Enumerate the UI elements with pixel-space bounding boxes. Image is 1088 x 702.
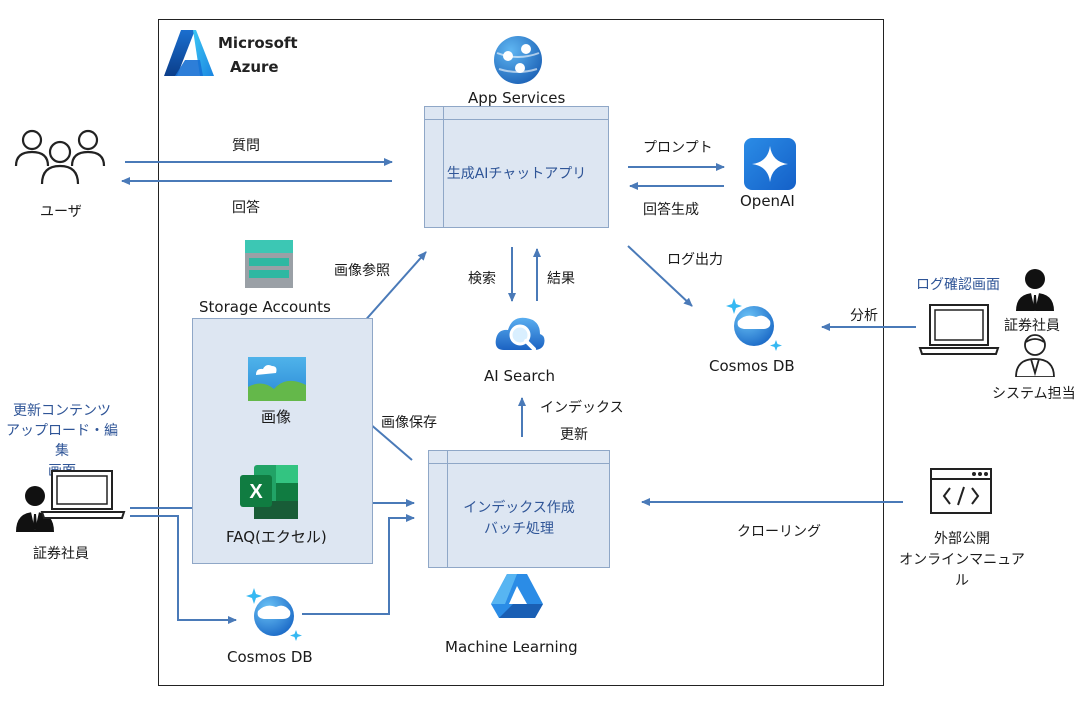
edge-label-crawling: クローリング	[737, 524, 821, 540]
cosmos-db-bottom-icon	[246, 584, 304, 644]
edge-label-question: 質問	[232, 138, 260, 154]
arrow-upload-to-cosmos	[130, 515, 237, 624]
image-icon	[248, 357, 306, 401]
edge-label-answer-gen: 回答生成	[643, 202, 699, 218]
user-label: ユーザ	[40, 204, 82, 220]
azure-logo-icon	[163, 27, 215, 79]
ai-search-label: AI Search	[484, 367, 555, 385]
edge-label-image-ref: 画像参照	[334, 263, 390, 279]
app-services-label: App Services	[468, 89, 566, 107]
openai-label: OpenAI	[740, 192, 795, 210]
excel-icon: X	[240, 465, 298, 519]
azure-boundary	[158, 19, 884, 686]
users-icon	[12, 126, 108, 190]
machine-learning-icon	[491, 574, 543, 624]
storage-panel	[192, 318, 373, 564]
upload-employee-label: 証券社員	[33, 546, 89, 562]
log-screen-title: ログ確認画面	[916, 277, 1000, 293]
edge-label-search: 検索	[468, 271, 496, 287]
openai-icon	[744, 138, 796, 190]
edge-label-index-update-2: 更新	[560, 427, 588, 443]
faq-label: FAQ(エクセル)	[226, 528, 327, 546]
code-window-icon	[930, 468, 992, 514]
system-admin-icon	[1014, 333, 1056, 378]
storage-accounts-icon	[245, 240, 293, 288]
azure-title: Microsoft Azure	[218, 31, 298, 79]
azure-title-line2: Azure	[230, 58, 279, 76]
cosmos-db-icon	[726, 294, 784, 354]
upload-title-line2: アップロード・編集	[6, 423, 118, 459]
upload-title-line1: 更新コンテンツ	[13, 403, 111, 419]
batch-panel: インデックス作成 バッチ処理	[428, 450, 610, 568]
arrow-cosmos-to-batch	[302, 514, 415, 615]
system-admin-label: システム担当	[992, 386, 1076, 402]
edge-label-log-output: ログ出力	[667, 252, 723, 268]
chat-app-panel: 生成AIチャットアプリ	[424, 106, 609, 228]
edge-label-image-save: 画像保存	[381, 415, 437, 431]
edge-label-result: 結果	[547, 271, 575, 287]
external-manual-line1: 外部公開	[934, 531, 990, 547]
chat-app-label: 生成AIチャットアプリ	[446, 166, 587, 182]
azure-title-line1: Microsoft	[218, 34, 298, 52]
ai-search-icon	[494, 308, 546, 360]
employee-icon	[1014, 267, 1056, 311]
cosmos-db-bottom-label: Cosmos DB	[227, 648, 313, 666]
edge-label-prompt: プロンプト	[643, 140, 713, 156]
svg-text:X: X	[249, 481, 263, 503]
machine-learning-label: Machine Learning	[445, 638, 578, 656]
cosmos-db-right-label: Cosmos DB	[709, 357, 795, 375]
app-services-icon	[493, 35, 543, 85]
laptop-icon	[918, 302, 1000, 358]
batch-label-line1: インデックス作成	[463, 500, 575, 516]
edge-label-index-update-1: インデックス	[540, 400, 624, 416]
batch-label-line2: バッチ処理	[484, 521, 554, 537]
upload-laptop-icon	[40, 468, 126, 522]
edge-label-analysis: 分析	[850, 308, 878, 324]
arrow-log-output	[627, 245, 693, 307]
external-manual-line2: オンラインマニュアル	[899, 552, 1025, 589]
log-employee-label: 証券社員	[1004, 318, 1060, 334]
external-manual-label: 外部公開 オンラインマニュアル	[893, 529, 1031, 592]
edge-label-answer: 回答	[232, 200, 260, 216]
image-label: 画像	[261, 408, 292, 426]
storage-accounts-label: Storage Accounts	[199, 298, 331, 316]
